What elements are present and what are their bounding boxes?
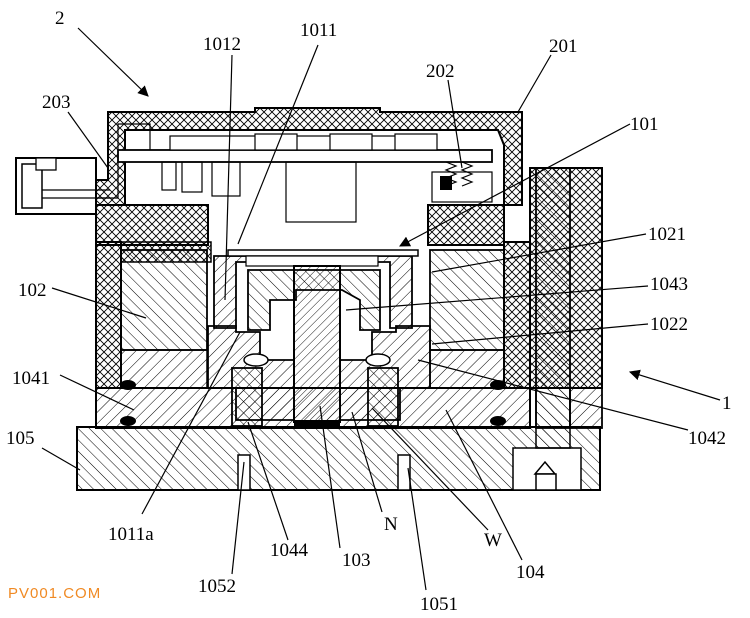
label-N: N <box>384 514 398 535</box>
label-203: 203 <box>42 92 71 113</box>
label-102: 102 <box>18 280 47 301</box>
label-1012: 1012 <box>203 34 241 55</box>
label-202: 202 <box>426 61 455 82</box>
watermark: PV001.COM <box>8 585 101 602</box>
label-1042: 1042 <box>688 428 726 449</box>
label-1021: 1021 <box>648 224 686 245</box>
cover-201 <box>95 107 523 223</box>
label-2: 2 <box>55 8 65 29</box>
label-1043: 1043 <box>650 274 688 295</box>
label-1011a: 1011a <box>108 524 154 545</box>
right-block <box>529 167 603 449</box>
label-101: 101 <box>630 114 659 135</box>
label-1052: 1052 <box>198 576 236 597</box>
label-1051: 1051 <box>420 594 458 615</box>
label-103: 103 <box>342 550 371 571</box>
label-104: 104 <box>516 562 545 583</box>
connector-203 <box>15 123 151 215</box>
armature-101 <box>207 249 431 428</box>
label-1011: 1011 <box>300 20 337 41</box>
leader-lines <box>41 27 721 591</box>
label-1022: 1022 <box>650 314 688 335</box>
label-W: W <box>484 530 502 551</box>
label-1041: 1041 <box>12 368 50 389</box>
label-105: 105 <box>6 428 35 449</box>
label-1044: 1044 <box>270 540 309 561</box>
callout-labels: 2 1012 1011 201 202 203 101 1021 102 104… <box>6 8 732 615</box>
label-1: 1 <box>722 393 732 414</box>
label-201: 201 <box>549 36 578 57</box>
housing-102 <box>95 204 531 389</box>
base-plate-105 <box>76 426 601 491</box>
